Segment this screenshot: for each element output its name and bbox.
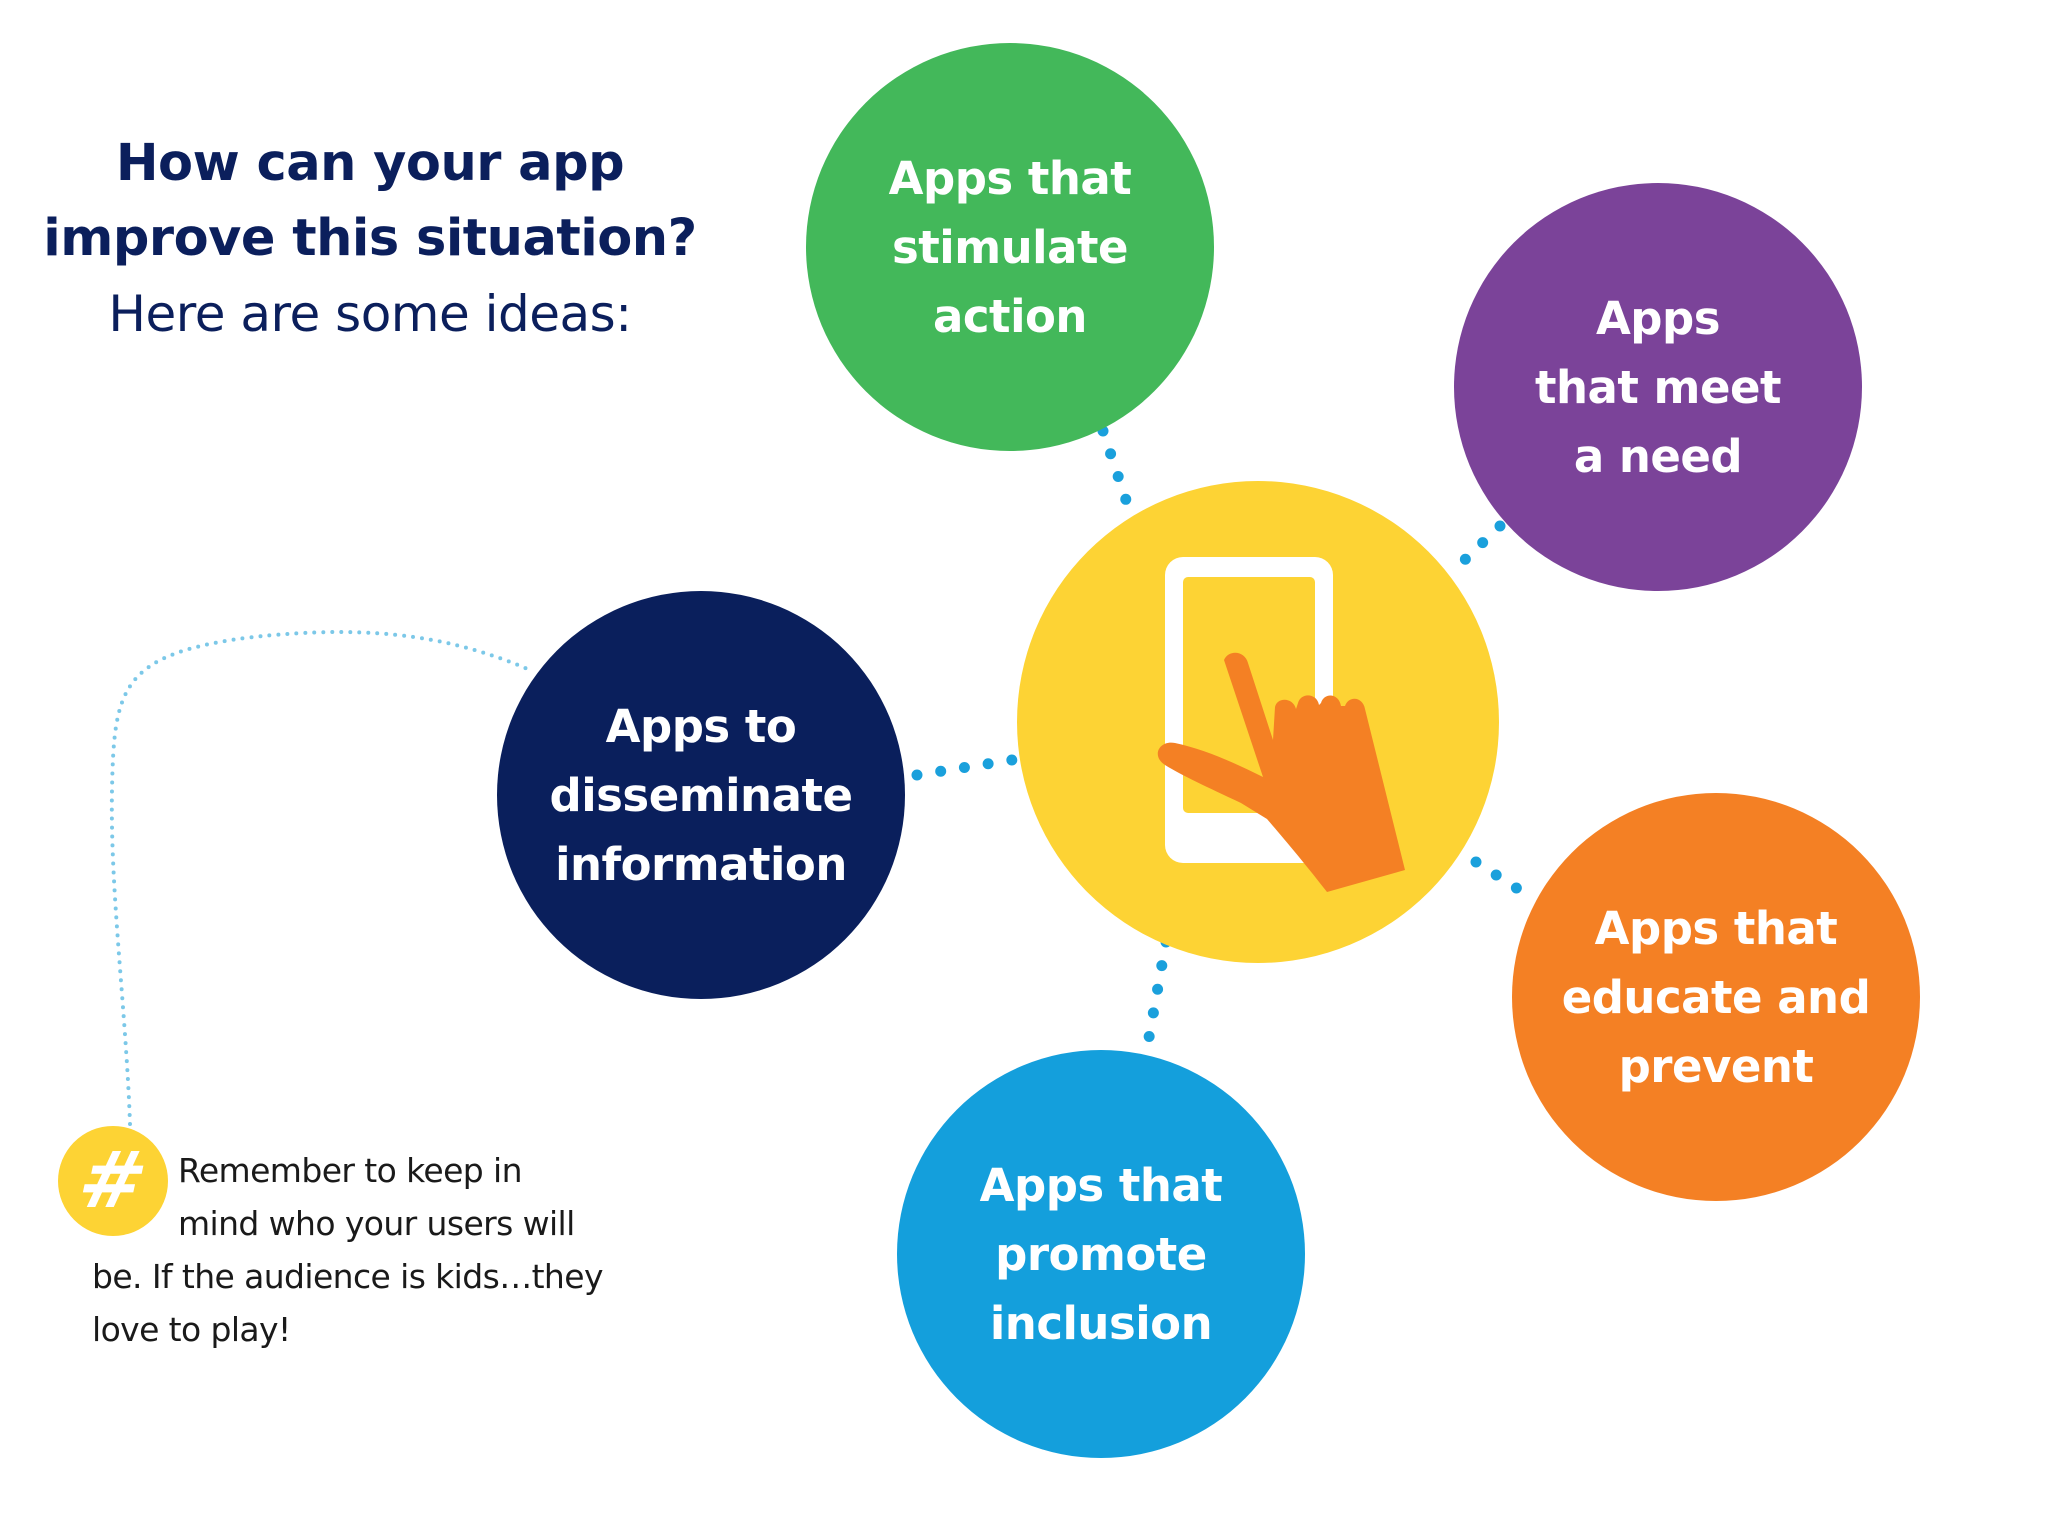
hashtag-icon: # bbox=[58, 1126, 168, 1236]
connector-inclusion bbox=[1142, 936, 1172, 1049]
heading: How can your app improve this situation?… bbox=[40, 126, 700, 353]
tip-line-3: be. If the audience is kids…they bbox=[92, 1257, 603, 1296]
bubble-meet-need-label: Apps that meet a need bbox=[1534, 291, 1782, 483]
bubble-educate-prevent: Apps that educate and prevent bbox=[1512, 793, 1920, 1201]
heading-line-1: How can your app bbox=[115, 134, 625, 193]
tip-connector bbox=[109, 630, 532, 1126]
heading-line-3: Here are some ideas: bbox=[108, 285, 632, 343]
center-bubble bbox=[1017, 481, 1499, 963]
bubble-educate-prevent-label: Apps that educate and prevent bbox=[1561, 901, 1871, 1093]
tip-line-4: love to play! bbox=[92, 1310, 291, 1349]
tip-line-1: Remember to keep in bbox=[92, 1144, 672, 1197]
bubble-stimulate-action: Apps that stimulate action bbox=[806, 43, 1214, 451]
phone-touch-icon bbox=[1157, 557, 1405, 892]
tip-line-2-text: mind who your users will bbox=[178, 1204, 575, 1243]
connector-disseminate bbox=[911, 754, 1018, 781]
bubble-meet-need: Apps that meet a need bbox=[1454, 183, 1862, 591]
bubble-promote-inclusion-label: Apps that promote inclusion bbox=[979, 1158, 1223, 1350]
hand-icon bbox=[1157, 652, 1405, 892]
bubble-disseminate-information: Apps to disseminate information bbox=[497, 591, 905, 999]
tip-line-2: mind who your users will bbox=[92, 1197, 672, 1250]
tip-text: Remember to keep in mind who your users … bbox=[92, 1144, 672, 1356]
bubble-promote-inclusion: Apps that promote inclusion bbox=[897, 1050, 1305, 1458]
bubble-stimulate-action-label: Apps that stimulate action bbox=[888, 151, 1132, 343]
tip-line-1-text: Remember to keep in bbox=[178, 1151, 523, 1190]
connector-stimulate bbox=[1097, 425, 1136, 518]
bubble-disseminate-information-label: Apps to disseminate information bbox=[549, 699, 853, 891]
heading-line-2: improve this situation? bbox=[43, 209, 697, 268]
